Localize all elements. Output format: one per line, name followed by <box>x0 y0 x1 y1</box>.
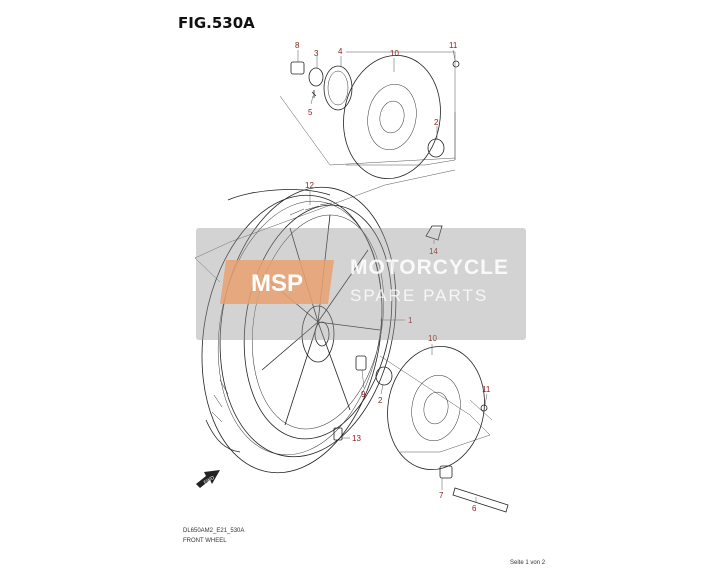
callout-2-upper: 2 <box>434 118 439 127</box>
callout-12: 12 <box>305 181 314 190</box>
callout-13: 13 <box>352 434 361 443</box>
figure-title: FIG.530A <box>178 14 255 32</box>
watermark-logo-text: MSP <box>251 270 303 297</box>
valve-part <box>425 225 443 241</box>
callout-4: 4 <box>338 47 343 56</box>
fwd-label: FWD <box>203 475 216 486</box>
callout-14: 14 <box>429 247 438 256</box>
upper-hub-parts <box>290 60 460 111</box>
callout-9: 9 <box>361 390 366 399</box>
watermark-logo-icon: MSP <box>220 260 334 304</box>
callout-6: 6 <box>472 504 477 513</box>
callout-2-lower: 2 <box>378 396 383 405</box>
figure-name: FRONT WHEEL <box>183 538 227 544</box>
page-indicator: Seite 1 von 2 <box>510 560 546 566</box>
axle-parts <box>333 427 509 513</box>
callout-11-lower: 11 <box>482 385 491 394</box>
lower-brake-disc <box>355 345 488 471</box>
callout-3: 3 <box>314 49 319 58</box>
callout-10-upper: 10 <box>390 49 399 58</box>
fwd-arrow-icon: FWD <box>196 470 220 488</box>
assembly-frame-lines <box>194 51 493 453</box>
front-tire <box>201 186 397 474</box>
watermark-line2: SPARE PARTS <box>350 286 489 305</box>
figure-code: DL650AM2_E21_530A <box>183 528 245 534</box>
watermark-line1: MOTORCYCLE <box>350 256 509 279</box>
callout-numbers: 8 3 4 5 10 11 2 12 14 1 9 2 10 11 13 7 6 <box>295 41 491 513</box>
upper-brake-disc <box>343 54 445 180</box>
callout-1: 1 <box>408 316 413 325</box>
callout-11-upper: 11 <box>449 41 458 50</box>
callout-5: 5 <box>308 108 313 117</box>
callout-10-lower: 10 <box>428 334 437 343</box>
callout-8: 8 <box>295 41 300 50</box>
leader-lines <box>297 49 488 502</box>
callout-7: 7 <box>439 491 444 500</box>
